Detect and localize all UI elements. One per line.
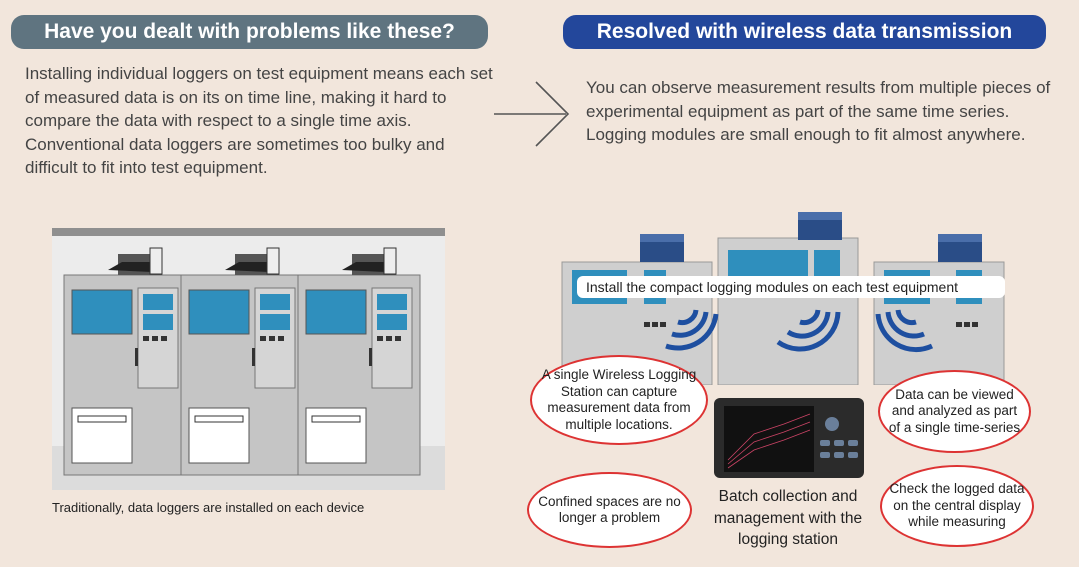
logging-station-device (714, 398, 864, 478)
problem-paragraph-1: Installing individual loggers on test eq… (25, 64, 493, 130)
wireless-signal-icon (665, 309, 934, 353)
callout-single-station: A single Wireless Logging Station can ca… (530, 355, 708, 445)
chamber-1 (63, 247, 187, 476)
chamber-3 (297, 247, 421, 476)
batch-collection-label: Batch collection and management with the… (713, 488, 863, 548)
callout-confined-spaces: Confined spaces are no longer a problem (527, 472, 692, 548)
wireless-chamber-3 (873, 234, 1005, 385)
wireless-chamber-2 (717, 212, 859, 385)
chamber-2 (180, 247, 304, 476)
solution-paragraph-1: You can observe measurement results from… (586, 78, 1051, 121)
logging-module-3 (938, 234, 982, 262)
solution-paragraph-2: Logging modules are small enough to fit … (586, 125, 1026, 144)
callout-central-display: Check the logged data on the central dis… (880, 465, 1034, 547)
logging-module-1 (640, 234, 684, 262)
install-modules-label: Install the compact logging modules on e… (577, 276, 1005, 298)
right-arrow-icon (494, 81, 570, 147)
problem-description: Installing individual loggers on test eq… (25, 62, 495, 180)
test-equipment-illustration (52, 228, 445, 490)
solution-heading: Resolved with wireless data transmission (563, 15, 1046, 49)
problems-heading: Have you dealt with problems like these? (11, 15, 488, 49)
data-logger-2 (225, 247, 280, 275)
problem-paragraph-2: Conventional data loggers are sometimes … (25, 134, 445, 178)
solution-description: You can observe measurement results from… (586, 76, 1066, 147)
data-logger-3 (342, 247, 397, 275)
logging-module-2 (798, 212, 842, 240)
left-figure-caption: Traditionally, data loggers are installe… (52, 500, 365, 515)
data-logger-1 (108, 247, 163, 275)
callout-time-series: Data can be viewed and analyzed as part … (878, 370, 1031, 453)
